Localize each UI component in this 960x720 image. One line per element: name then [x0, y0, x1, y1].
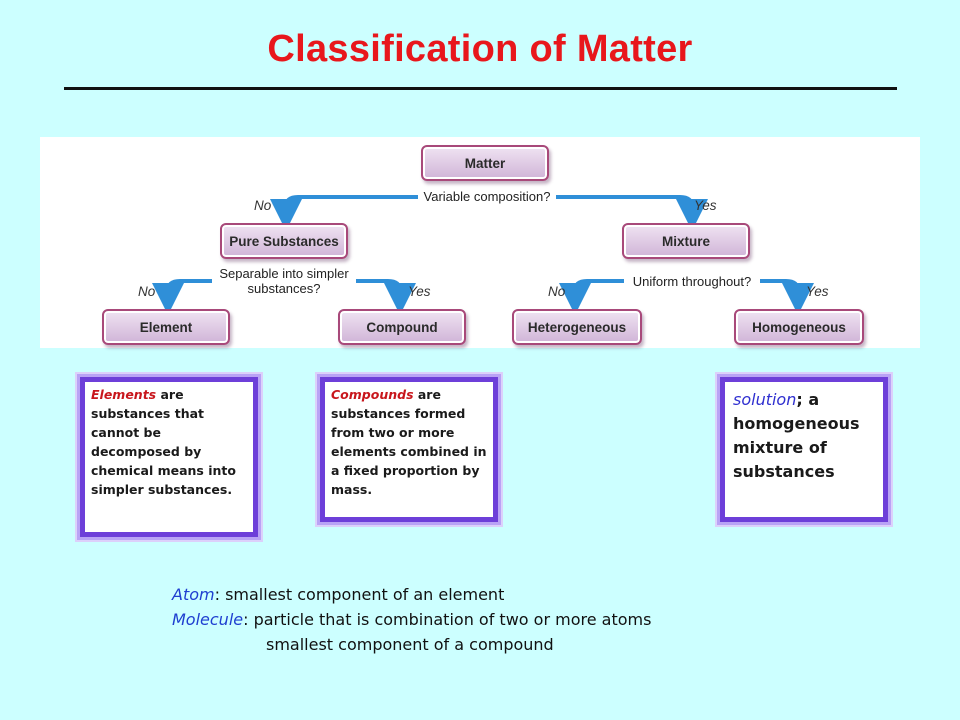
node-heterogeneous: Heterogeneous: [512, 309, 642, 345]
compound-definition-box: Compounds are substances formed from two…: [320, 377, 498, 522]
node-homogeneous: Homogeneous: [734, 309, 864, 345]
question-separable-line2: substances?: [212, 281, 356, 296]
arrow-mixture-to-hetero: [559, 279, 694, 315]
solution-definition-box: solution; a homogeneous mixture of subst…: [720, 377, 888, 522]
arrow-mixture-to-homo: [690, 279, 814, 315]
definitions-notes: Atom: smallest component of an element M…: [172, 582, 651, 657]
molecule-text: : particle that is combination of two or…: [243, 610, 652, 629]
compound-definition-text: are substances formed from two or more e…: [331, 387, 487, 497]
answer-yes-2: Yes: [408, 284, 431, 299]
answer-yes-1: Yes: [694, 198, 717, 213]
molecule-term: Molecule: [172, 610, 244, 629]
question-separable-line1: Separable into simpler: [212, 266, 356, 281]
molecule-note: Molecule: particle that is combination o…: [172, 607, 651, 632]
node-compound: Compound: [338, 309, 466, 345]
arrow-matter-to-pure: [270, 195, 482, 231]
flowchart-panel: Matter Pure Substances Mixture Element C…: [40, 137, 920, 348]
atom-text: : smallest component of an element: [214, 585, 505, 604]
page-title: Classification of Matter: [267, 28, 693, 70]
solution-term: solution: [733, 390, 797, 409]
node-matter: Matter: [421, 145, 549, 181]
question-variable-composition: Variable composition?: [418, 189, 556, 204]
solution-definition-text: ; a homogeneous mixture of substances: [733, 390, 860, 481]
arrow-pure-to-compound: [324, 279, 416, 315]
title-underline: [64, 87, 897, 90]
question-uniform-throughout: Uniform throughout?: [624, 274, 760, 289]
element-definition-box: Elements are substances that cannot be d…: [80, 377, 258, 537]
node-element: Element: [102, 309, 230, 345]
flowchart-connectors: [152, 195, 814, 315]
arrow-matter-to-mixture: [478, 195, 708, 231]
element-definition-text: are substances that cannot be decomposed…: [91, 387, 236, 497]
atom-note: Atom: smallest component of an element: [172, 582, 651, 607]
atom-term: Atom: [172, 585, 215, 604]
element-term: Elements: [91, 387, 157, 402]
compound-term: Compounds: [331, 387, 414, 402]
answer-no-3: No: [548, 284, 566, 299]
node-mixture: Mixture: [622, 223, 750, 259]
answer-yes-3: Yes: [806, 284, 829, 299]
molecule-note-continued: smallest component of a compound: [266, 635, 554, 654]
node-pure-substances: Pure Substances: [220, 223, 348, 259]
arrow-pure-to-element: [152, 279, 248, 315]
answer-no-1: No: [254, 198, 272, 213]
answer-no-2: No: [138, 284, 156, 299]
